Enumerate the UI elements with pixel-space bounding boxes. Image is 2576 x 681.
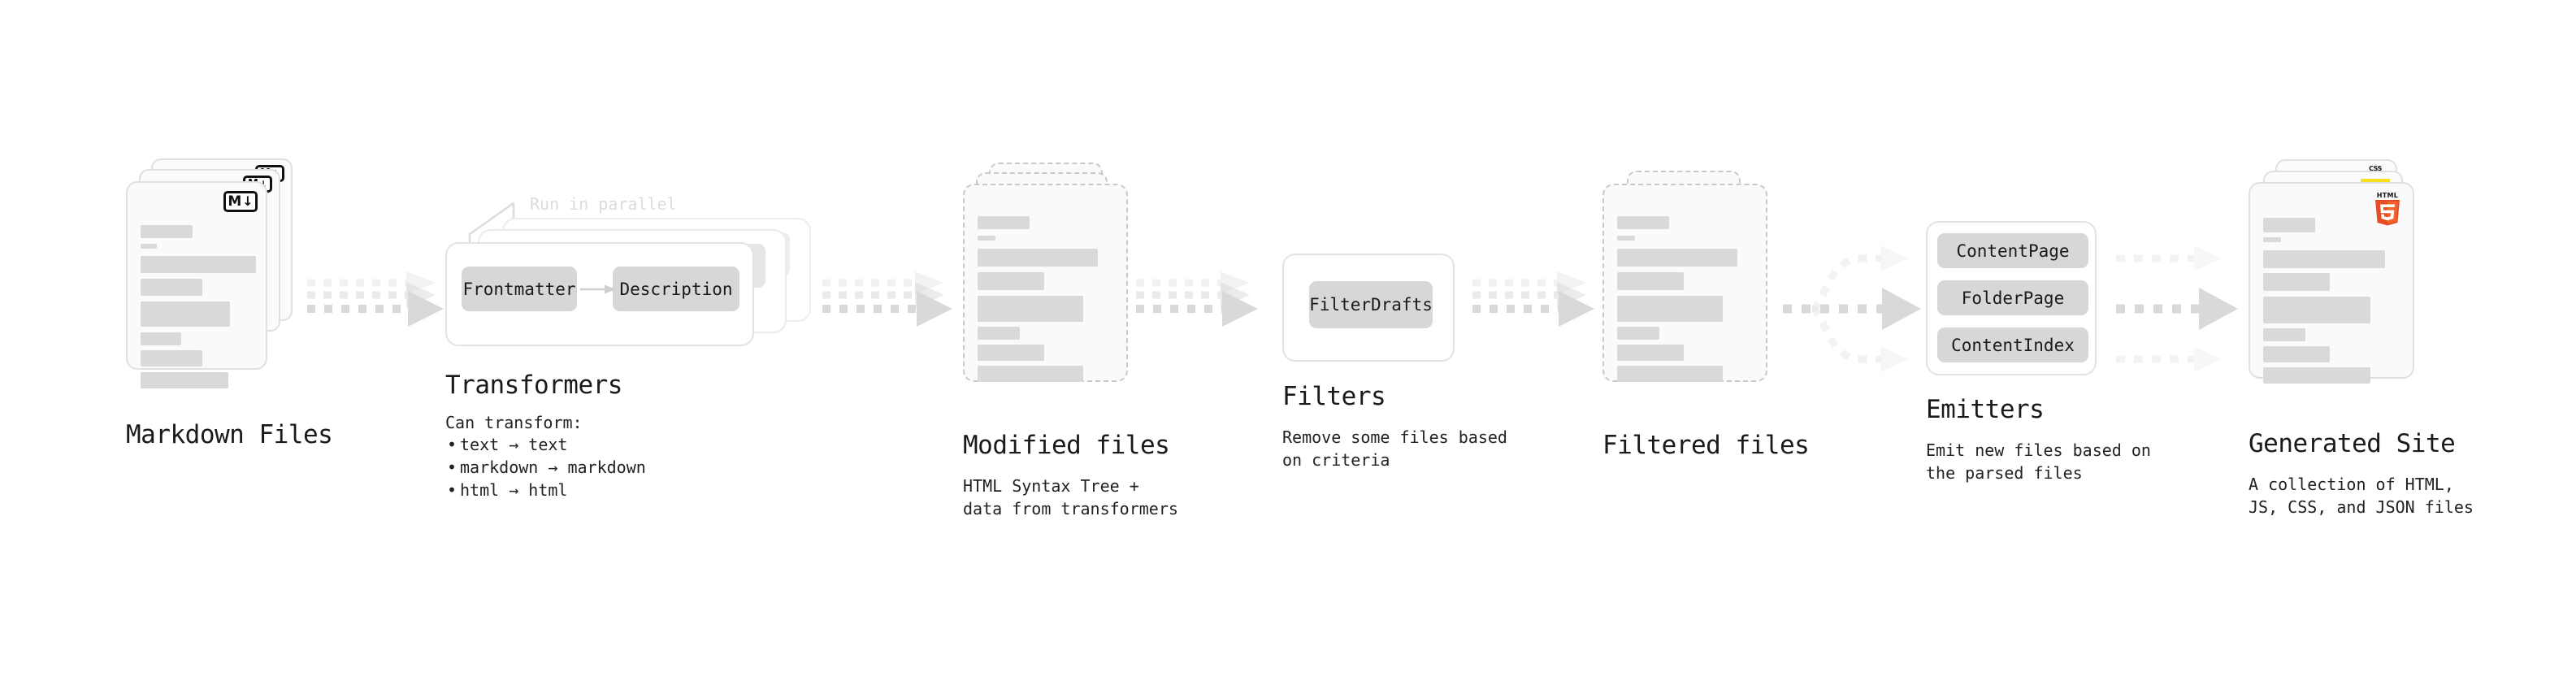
stage-title-filters: Filters	[1282, 382, 1386, 411]
svg-text:HTML: HTML	[2377, 192, 2398, 199]
stage-filtered-files: Filtered files	[1602, 171, 1810, 460]
filtered-file-stack	[1602, 171, 1777, 382]
transformers-bullet: html → html	[447, 479, 646, 501]
connector-md-to-transformers	[307, 268, 453, 349]
emitter-chip-contentindex[interactable]: ContentIndex	[1937, 327, 2088, 362]
skeleton-line	[141, 225, 193, 238]
stage-title-generated-site: Generated Site	[2249, 429, 2456, 458]
skeleton-line	[141, 256, 256, 273]
skeleton-line	[2263, 250, 2385, 268]
filters-description: Remove some files based on criteria	[1282, 427, 1507, 470]
filtered-card-front	[1602, 184, 1767, 382]
skeleton-line	[1617, 366, 1723, 382]
skeleton-line	[2263, 273, 2330, 291]
skeleton-line	[1617, 327, 1659, 340]
skeleton-line	[2263, 346, 2330, 362]
skeleton-line	[978, 216, 1030, 229]
skeleton-line	[1617, 296, 1723, 322]
stage-generated-site: CSS HTML	[2249, 159, 2474, 517]
skeleton-line	[1617, 236, 1635, 241]
connector-emitters-to-site	[2111, 237, 2257, 384]
skeleton-line	[1617, 272, 1684, 290]
stage-title-filtered-files: Filtered files	[1602, 431, 1810, 460]
skeleton-line	[978, 327, 1020, 340]
stage-modified-files: Modified files HTML Syntax Tree + data f…	[963, 163, 1178, 518]
filters-box: FilterDrafts	[1282, 254, 1455, 362]
skeleton-line	[1617, 345, 1684, 361]
skeleton-line	[978, 366, 1083, 382]
skeleton-line	[2263, 218, 2315, 232]
modified-files-description: HTML Syntax Tree + data from transformer…	[963, 476, 1178, 518]
generated-site-stack: CSS HTML	[2249, 159, 2427, 384]
run-in-parallel-label: Run in parallel	[530, 194, 677, 214]
connector-filters-to-filtered	[1472, 268, 1619, 349]
skeleton-line	[978, 272, 1044, 290]
transformer-layer-front: Frontmatter Description	[445, 242, 754, 346]
html5-icon: HTML	[2372, 190, 2403, 226]
generated-site-description: A collection of HTML, JS, CSS, and JSON …	[2249, 475, 2474, 517]
stage-title-modified-files: Modified files	[963, 431, 1170, 460]
skeleton-line	[978, 236, 995, 241]
markdown-icon-arrow: ↓	[242, 193, 254, 209]
emitters-box: ContentPage FolderPage ContentIndex	[1926, 221, 2097, 375]
markdown-file-stack: M ↓ M ↓ M ↓	[126, 158, 301, 388]
emitters-description: Emit new files based on the parsed files	[1926, 440, 2151, 483]
skeleton-line	[1617, 249, 1737, 267]
stage-title-markdown-files: Markdown Files	[126, 420, 333, 449]
connector-modified-to-filters	[1136, 268, 1282, 349]
skeleton-line	[978, 296, 1083, 322]
transformers-bullet: markdown → markdown	[447, 456, 646, 479]
skeleton-line	[141, 350, 202, 367]
css3-icon-label: CSS	[2369, 165, 2382, 172]
skeleton-line	[2263, 297, 2370, 323]
skeleton-line	[141, 332, 181, 345]
transformer-chip-frontmatter[interactable]: Frontmatter	[462, 267, 577, 311]
emitter-chip-folderpage[interactable]: FolderPage	[1937, 280, 2088, 315]
skeleton-line	[978, 345, 1044, 361]
stage-title-emitters: Emitters	[1926, 395, 2045, 424]
skeleton-line	[141, 301, 230, 327]
transformers-bullet: text → text	[447, 433, 646, 456]
markdown-card-front: M ↓	[126, 181, 267, 388]
stage-markdown-files: M ↓ M ↓ M ↓	[126, 158, 333, 449]
skeleton-line	[141, 372, 228, 388]
filter-chip-filterdrafts[interactable]: FilterDrafts	[1309, 281, 1433, 328]
site-card-front: HTML	[2249, 182, 2414, 384]
modified-card-front	[963, 184, 1128, 382]
modified-file-stack	[963, 163, 1138, 382]
stage-title-transformers: Transformers	[445, 371, 622, 400]
transformers-bullet-list: text → text markdown → markdown html → h…	[445, 433, 646, 501]
skeleton-line	[1617, 216, 1669, 229]
transformer-chip-description[interactable]: Description	[613, 267, 739, 311]
skeleton-line	[2263, 367, 2370, 384]
skeleton-line	[978, 249, 1098, 267]
markdown-icon: M ↓	[223, 191, 258, 212]
skeleton-line	[2263, 237, 2281, 242]
connector-transformers-to-modified	[822, 268, 969, 349]
skeleton-line	[141, 244, 157, 249]
transformer-inner-arrow	[580, 284, 616, 294]
markdown-icon-letter: M	[228, 193, 242, 210]
connector-filtered-to-emitters	[1776, 237, 1931, 384]
emitter-chip-contentpage[interactable]: ContentPage	[1937, 233, 2088, 268]
skeleton-line	[141, 279, 202, 296]
transformers-description-lead: Can transform:	[445, 413, 583, 432]
skeleton-line	[2263, 328, 2305, 341]
